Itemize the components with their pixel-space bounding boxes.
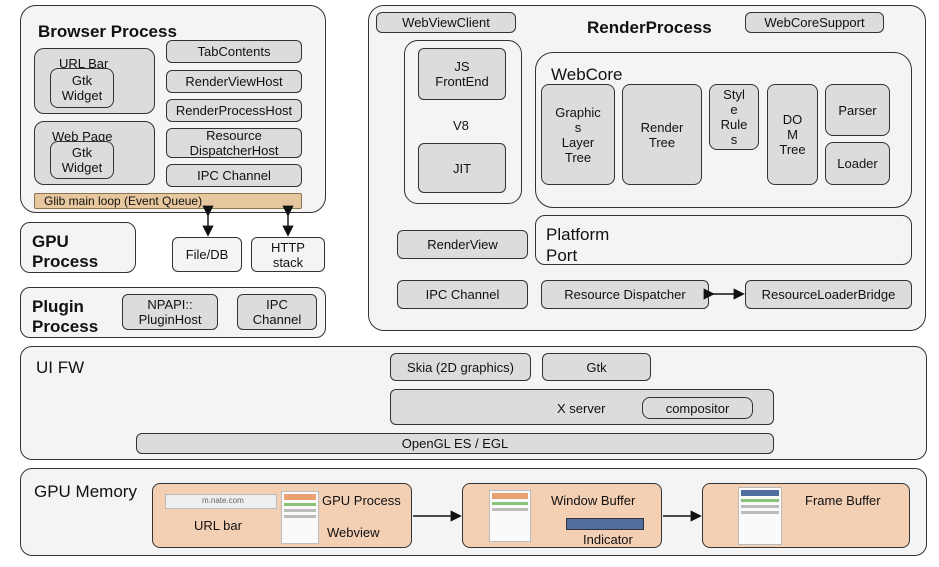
frame-buffer-thumbnail xyxy=(738,487,782,545)
web-page-label: Web Page xyxy=(52,129,113,144)
render-ipc-channel-box: IPC Channel xyxy=(397,280,528,309)
render-process-title: RenderProcess xyxy=(587,18,712,37)
render-view-host-box: RenderViewHost xyxy=(166,70,302,93)
dom-tree-box: DO M Tree xyxy=(767,84,818,185)
url-text: m.nate.com xyxy=(202,496,244,505)
uifw-gtk-box: Gtk xyxy=(542,353,651,381)
browser-ipc-channel-box: IPC Channel xyxy=(166,164,302,187)
gpu-process-buffer-label: GPU Process xyxy=(322,493,401,508)
npapi-pluginhost-box: NPAPI:: PluginHost xyxy=(122,294,218,330)
file-db-box: File/DB xyxy=(172,237,242,272)
http-stack-box: HTTP stack xyxy=(251,237,325,272)
tab-contents-box: TabContents xyxy=(166,40,302,63)
skia-box: Skia (2D graphics) xyxy=(390,353,531,381)
render-process-host-box: RenderProcessHost xyxy=(166,99,302,122)
gpu-process-panel xyxy=(20,222,136,273)
gpu-memory-title: GPU Memory xyxy=(34,482,137,501)
compositor-box: compositor xyxy=(642,397,753,419)
platform-port-label: Platform Port xyxy=(546,225,610,265)
plugin-process-title: Plugin Process xyxy=(32,297,99,336)
resource-loader-bridge-box: ResourceLoaderBridge xyxy=(745,280,912,309)
window-buffer-thumbnail xyxy=(489,490,531,542)
style-rules-box: Styl e Rule s xyxy=(709,84,759,150)
plugin-ipc-channel-box: IPC Channel xyxy=(237,294,317,330)
graphics-layer-tree-box: Graphic s Layer Tree xyxy=(541,84,615,185)
webview-label: Webview xyxy=(327,525,380,540)
url-bar-label: URL Bar xyxy=(59,56,109,71)
window-buffer-label: Window Buffer xyxy=(551,493,636,508)
v8-label: V8 xyxy=(453,118,469,133)
gpu-process-title: GPU Process xyxy=(32,232,99,271)
indicator-thumbnail xyxy=(566,518,644,530)
web-gtk-widget: Gtk Widget xyxy=(50,141,114,179)
render-view-box: RenderView xyxy=(397,230,528,259)
opengl-box: OpenGL ES / EGL xyxy=(136,433,774,454)
indicator-label: Indicator xyxy=(583,532,633,547)
x-server-label: X server xyxy=(557,401,606,416)
jit-box: JIT xyxy=(418,143,506,193)
render-tree-box: Render Tree xyxy=(622,84,702,185)
frame-buffer xyxy=(702,483,910,548)
resource-dispatcher-box: Resource Dispatcher xyxy=(541,280,709,309)
browser-process-title: Browser Process xyxy=(38,22,177,41)
platform-port-box xyxy=(535,215,912,265)
webview-client-box: WebViewClient xyxy=(376,12,516,33)
parser-box: Parser xyxy=(825,84,890,136)
loader-box: Loader xyxy=(825,142,890,185)
ui-fw-title: UI FW xyxy=(36,358,85,377)
url-gtk-widget: Gtk Widget xyxy=(50,68,114,108)
js-frontend-box: JS FrontEnd xyxy=(418,48,506,100)
glib-main-loop-label: Glib main loop (Event Queue) xyxy=(44,194,203,208)
webcore-title: WebCore xyxy=(551,65,623,84)
resource-dispatcher-host-box: Resource DispatcherHost xyxy=(166,128,302,158)
gpu-url-bar-label: URL bar xyxy=(194,518,242,533)
frame-buffer-label: Frame Buffer xyxy=(805,493,881,508)
webview-thumbnail xyxy=(281,491,319,544)
webcore-support-box: WebCoreSupport xyxy=(745,12,884,33)
url-bar-thumbnail: m.nate.com xyxy=(165,494,277,509)
glib-main-loop-bar xyxy=(34,193,302,209)
